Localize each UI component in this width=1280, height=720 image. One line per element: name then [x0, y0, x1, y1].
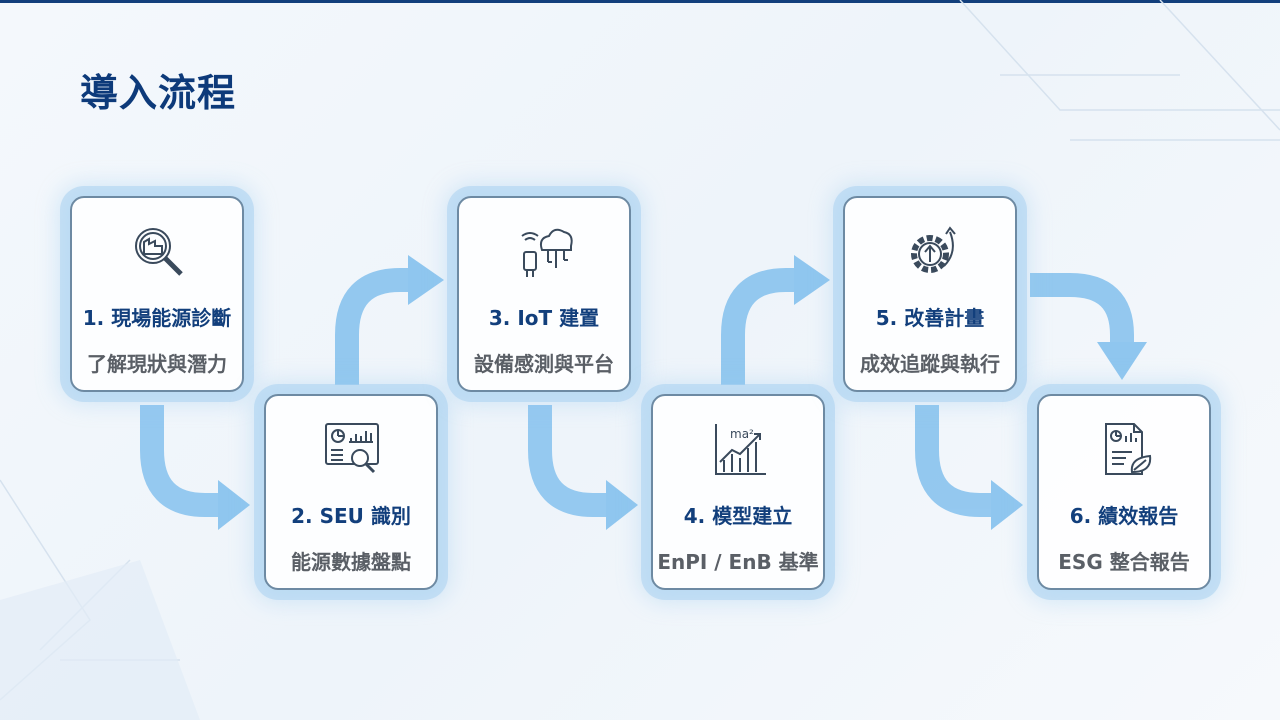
step-title: 6. 績效報告	[1069, 504, 1179, 528]
arrow-2-to-3	[335, 268, 412, 385]
page-title: 導入流程	[80, 71, 237, 115]
arrowhead	[606, 480, 638, 530]
arrow-5-to-6-a	[915, 405, 995, 517]
step-card-4: ma² 4. 模型建立 EnPI / EnB 基準	[651, 394, 825, 590]
growth-chart-icon: ma²	[715, 424, 766, 475]
arrowhead	[794, 255, 830, 305]
step-subtitle: 能源數據盤點	[291, 550, 411, 574]
report-leaf-icon	[1105, 423, 1152, 475]
icon-label: ma²	[730, 427, 754, 441]
arrow-3-to-4	[528, 405, 610, 517]
arrow-4-to-5	[721, 268, 798, 385]
step-subtitle: 成效追蹤與執行	[860, 352, 1000, 376]
step-title: 4. 模型建立	[683, 504, 793, 528]
arrowhead	[1097, 342, 1147, 380]
step-card-5: 5. 改善計畫 成效追蹤與執行	[843, 196, 1017, 392]
arrow-5-to-6-b	[1030, 273, 1134, 345]
arrowhead	[991, 480, 1023, 530]
step-subtitle: EnPI / EnB 基準	[657, 550, 819, 574]
step-title: 3. IoT 建置	[488, 306, 600, 330]
step-subtitle: 設備感測與平台	[474, 352, 614, 376]
iot-cloud-icon	[521, 228, 573, 277]
step-card-3: 3. IoT 建置 設備感測與平台	[457, 196, 631, 392]
step-title: 5. 改善計畫	[875, 306, 985, 330]
step-card-6: 6. 績效報告 ESG 整合報告	[1037, 394, 1211, 590]
dashboard-analysis-icon	[325, 423, 379, 474]
arrow-1-to-2	[140, 405, 222, 517]
step-subtitle: ESG 整合報告	[1058, 550, 1190, 574]
step-subtitle: 了解現狀與潛力	[87, 352, 227, 376]
gear-arrow-icon	[911, 226, 956, 273]
step-card-2: 2. SEU 識別 能源數據盤點	[264, 394, 438, 590]
arrowhead	[218, 480, 250, 530]
step-card-1: 1. 現場能源診斷 了解現狀與潛力	[70, 196, 244, 392]
step-title: 1. 現場能源診斷	[82, 306, 232, 330]
arrowhead	[408, 255, 444, 305]
step-title: 2. SEU 識別	[291, 504, 411, 528]
factory-magnifier-icon	[135, 228, 183, 276]
top-accent-bar	[0, 0, 1280, 3]
